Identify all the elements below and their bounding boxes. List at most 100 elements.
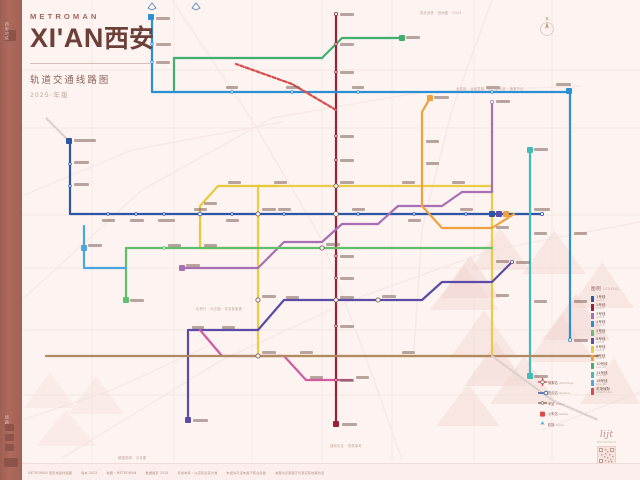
legend-color-swatch [591,321,594,328]
footer-item: 制图 · METROMAN [106,470,137,475]
symbol-key-label-cn: 终点站 [548,391,558,396]
footer-item: 未经许可请勿用于商业用途 [226,470,266,475]
svg-text:N: N [546,17,549,22]
symbol-key-label-en: Station [555,402,565,406]
legend-color-swatch [591,338,594,345]
sidebar-text-bottom: 线路图 [4,415,10,429]
symbol-key-label-cn: 机场 [548,422,555,427]
footer-item: 版本 2025 [81,470,98,475]
sidebar-chip-2 [5,434,14,441]
station-icon [536,399,548,407]
footer-item: METROMAN 西安地铁线路图 [28,470,73,475]
legend-line-label-en: Airport Line [596,391,612,395]
footer-separator: · [140,470,142,474]
footer-item: 仅供参考 · 以实际运营为准 [177,470,218,475]
map-note-top-right: 西安地铁 · 线网图 · 2025 [420,11,462,15]
legend-color-swatch [591,346,594,353]
legend-line-label-en: Line 3 [596,315,605,319]
poster-subtitle-note: 2025·年版 [30,92,69,100]
legend-line-label-en: Line 1 [596,298,605,302]
legend-color-swatch [591,371,594,378]
legend-color-swatch [591,304,594,311]
left-sidebar: 西安地铁 线路图 [0,0,22,480]
poster-subtitle: 轨道交通线路图 [30,75,111,87]
symbol-key-label-en: Airport [555,423,565,427]
signature-name: lijt [599,430,614,440]
legend-color-swatch [591,296,594,303]
airport-icon [536,420,548,428]
metro-network-map: .ln{fill:none;stroke-linecap:round;strok… [22,0,640,460]
legend-line-label-en: Line 5 [596,332,605,336]
symbol-key-label-cn: 车站 [548,401,555,406]
symbol-key-label-en: Terminus [559,392,570,396]
sidebar-chip-1 [5,424,14,431]
legend-color-swatch [591,354,594,362]
symbol-key-label-en: Interchange [559,381,574,385]
symbol-key-label-cn: 火车站 [548,412,558,417]
title-divider [30,63,150,65]
symbol-key-label-cn: 换乘站 [548,380,558,385]
footer-separator: · [172,470,174,474]
legend-title-cn: 图例 [591,287,602,292]
compass-rose-icon: N [540,17,554,36]
footer-separator: · [101,470,103,474]
footer-bar: METROMAN 西安地铁线路图·版本 2025·制图 · METROMAN·数… [22,463,640,480]
legend-line-label-en: Line 2 [596,307,605,311]
title-cn: 西安 [103,24,154,53]
legend-line-label-en: Line 9 [596,357,605,361]
railway-icon [536,410,548,418]
legend-color-swatch [591,329,594,336]
page-title: XI'AN西安 [30,24,245,52]
legend-line-label-en: Line 10 [596,365,606,369]
credits-line-2: 线网示意 · 仅供参考 [330,444,362,448]
terminus-icon [536,389,548,397]
credits-line-1: 制图说明 · 示意图 [118,456,147,460]
map-note-scale: 比例尺 · 示意图 · 非实际距离 [196,307,243,311]
map-note-mid-right: 全线网 · 运营里程 · 数十座车站 · 换乘节点 [456,87,524,91]
sidebar-footer-mark [4,458,18,467]
interchange-icon [536,378,548,386]
footer-item: 数据截至 2025 [145,470,169,475]
title-en: XI'AN [30,23,104,53]
signature-sub: METROMAN [597,441,617,444]
footer-items: METROMAN 西安地铁线路图·版本 2025·制图 · METROMAN·数… [22,464,640,480]
sidebar-text-top: 西安地铁 [4,22,10,41]
footer-item: 本图为示意图不代表实际地理位置 [274,470,325,475]
legend-color-swatch [591,312,594,320]
qr-code [597,446,616,465]
sidebar-mark-icon [5,30,16,41]
symbol-key-label-en: Railway [559,413,569,417]
poster-title-block: METROMAN XI'AN西安 轨道交通线路图 2025·年版 [30,12,245,99]
footer-separator: · [269,470,271,474]
legend-title-en: LEGEND [603,287,619,291]
brand-kicker: METROMAN [30,12,100,21]
legend-line-label-en: Line 8 [596,349,605,353]
